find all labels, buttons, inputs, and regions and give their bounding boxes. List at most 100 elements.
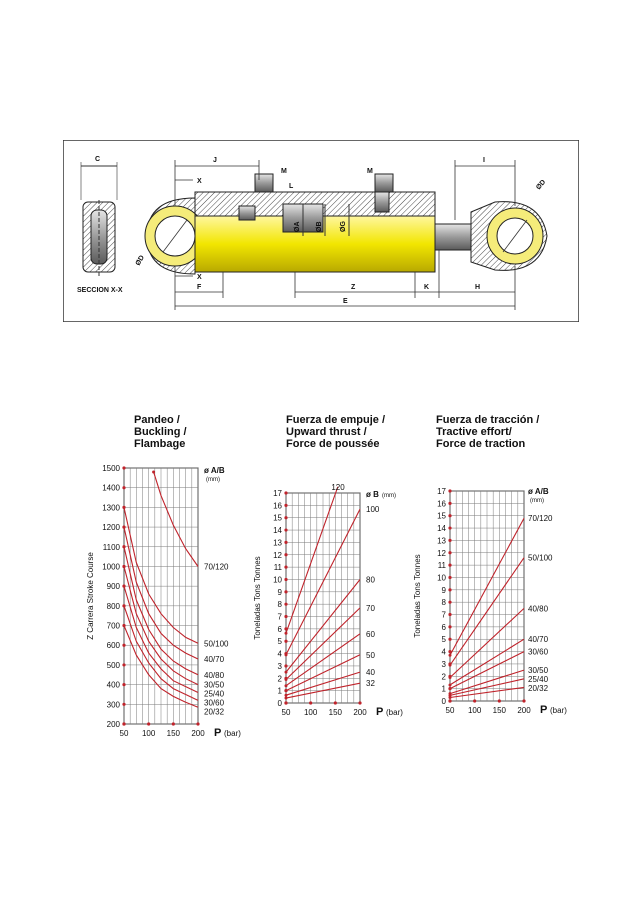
y-tick-mark <box>448 600 452 604</box>
y-tick-mark <box>448 526 452 530</box>
y-tick-mark <box>284 503 288 507</box>
dim-label: E <box>343 298 348 305</box>
y-tick-mark <box>448 538 452 543</box>
series-line <box>285 486 339 634</box>
legend-title: ø A/B <box>204 466 225 475</box>
legend-title: ø B <box>366 490 379 499</box>
x-tick-mark <box>171 722 175 726</box>
dim-label: F <box>197 284 202 291</box>
chart-title: Fuerza de tracción / <box>436 414 539 426</box>
y-tick-mark <box>284 491 288 495</box>
x-tick-label: 100 <box>468 706 482 715</box>
series-point <box>152 470 156 474</box>
y-tick-mark <box>284 602 288 606</box>
x-tick-mark <box>333 701 337 705</box>
x-tick-label: 100 <box>142 729 156 738</box>
dimension-lines <box>174 160 516 310</box>
y-tick-mark <box>122 702 126 706</box>
y-tick-label: 5 <box>442 635 447 644</box>
series-label: 80 <box>366 575 375 584</box>
y-tick-label: 12 <box>273 551 282 560</box>
series-line <box>449 669 525 695</box>
series-point <box>122 545 126 549</box>
cylinder-drawing: C SECCION X-X ØA ØB ØG <box>63 140 579 322</box>
y-tick-label: 13 <box>273 538 282 547</box>
dim-label: ØD <box>135 254 146 267</box>
x-axis-unit: (bar) <box>386 708 403 717</box>
x-tick-mark <box>284 701 288 705</box>
series-line <box>153 471 199 567</box>
series-label: 120 <box>331 483 345 492</box>
series-line <box>449 557 525 666</box>
series-point <box>122 624 126 628</box>
series-line <box>285 671 361 696</box>
y-tick-label: 11 <box>438 561 447 570</box>
legend-unit: (mm) <box>206 477 220 483</box>
series-line <box>123 507 199 644</box>
x-tick-label: 50 <box>282 708 291 717</box>
series-line <box>285 654 361 692</box>
y-tick-mark <box>448 489 452 493</box>
y-tick-label: 5 <box>278 637 283 646</box>
series-line <box>285 633 361 687</box>
x-tick-label: 50 <box>446 706 455 715</box>
series-line <box>449 638 525 686</box>
chart-title: Upward thrust / <box>286 426 367 438</box>
y-tick-mark <box>284 528 288 532</box>
chart-1: Pandeo /Buckling /Flambage20030040050060… <box>86 414 241 739</box>
y-tick-mark <box>284 516 288 520</box>
series-point <box>284 693 288 697</box>
dim-label: X <box>197 274 202 281</box>
dim-label: Z <box>351 284 356 291</box>
dim-label: I <box>483 157 485 164</box>
front-eye <box>470 201 548 271</box>
x-tick-mark <box>358 701 362 705</box>
x-tick-label: 200 <box>353 708 367 717</box>
series-point <box>448 687 452 691</box>
series-label: 40/70 <box>528 635 549 644</box>
series-label: 70/120 <box>528 514 553 523</box>
x-axis-label: P <box>214 727 221 739</box>
y-tick-label: 1000 <box>102 562 120 571</box>
dim-label: ØB <box>316 222 323 233</box>
y-tick-label: 6 <box>442 623 447 632</box>
dim-label: K <box>424 284 429 291</box>
legend-unit: (mm) <box>530 498 544 504</box>
x-tick-mark <box>473 699 477 703</box>
y-tick-label: 500 <box>107 661 121 670</box>
y-tick-mark <box>448 588 452 592</box>
y-tick-label: 9 <box>442 586 447 595</box>
y-tick-label: 17 <box>437 487 446 496</box>
y-tick-mark <box>284 553 288 557</box>
y-tick-label: 6 <box>278 625 283 634</box>
series-label: 40/80 <box>204 671 225 680</box>
x-tick-label: 150 <box>493 706 507 715</box>
series-point <box>448 653 452 657</box>
y-tick-label: 2 <box>278 674 283 683</box>
y-tick-mark <box>284 639 288 643</box>
x-tick-label: 150 <box>167 729 181 738</box>
series-point <box>284 678 288 682</box>
series-label: 32 <box>366 679 375 688</box>
x-tick-mark <box>122 722 126 726</box>
y-axis-label: Toneladas Tons Tonnes <box>253 556 262 639</box>
chart-title: Tractive effort/ <box>436 426 512 438</box>
series-line <box>123 546 199 676</box>
series-label: 20/32 <box>528 684 549 693</box>
y-tick-label: 0 <box>278 699 283 708</box>
series-line <box>123 625 199 708</box>
series-line <box>285 607 361 680</box>
y-tick-label: 10 <box>273 575 282 584</box>
series-point <box>122 604 126 608</box>
series-label: 50/100 <box>204 639 229 648</box>
x-tick-mark <box>309 701 313 705</box>
series-line <box>449 517 525 656</box>
y-tick-label: 8 <box>442 598 447 607</box>
series-point <box>448 676 452 680</box>
series-label: 30/60 <box>528 648 549 657</box>
y-tick-label: 3 <box>278 662 283 671</box>
x-tick-mark <box>196 722 200 726</box>
y-tick-mark <box>448 612 452 617</box>
series-line <box>123 586 199 693</box>
series-point <box>284 670 288 674</box>
